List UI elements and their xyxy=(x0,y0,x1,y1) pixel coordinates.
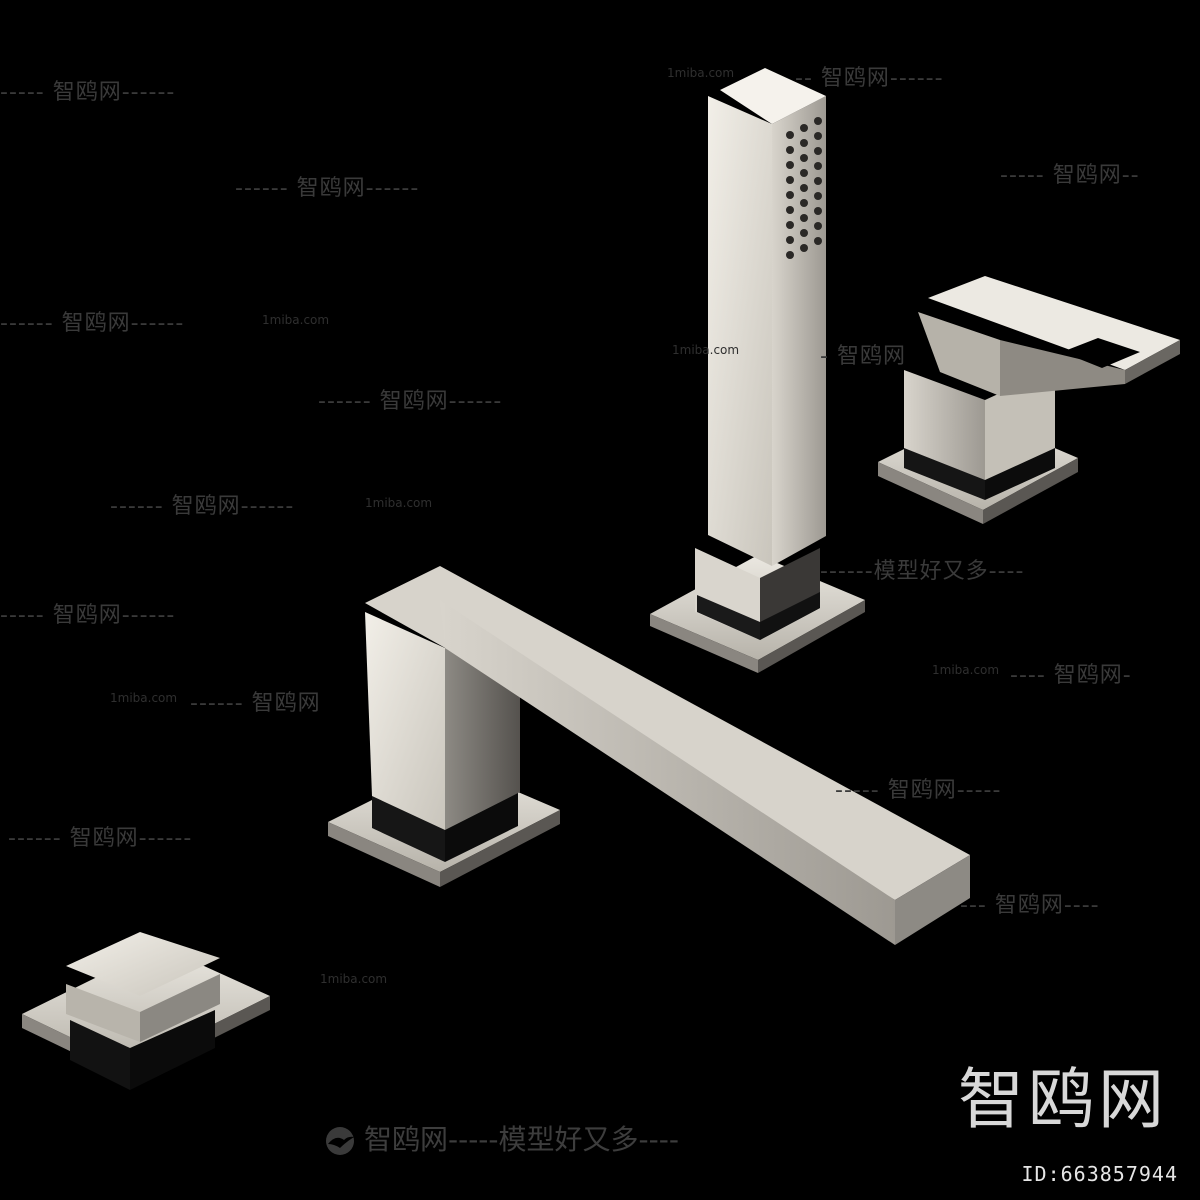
hand-shower-head-top xyxy=(720,68,826,124)
diverter-knob xyxy=(22,932,270,1090)
watermark-text: ----- 智鸥网-- xyxy=(1000,163,1140,188)
hand-shower-base-edge xyxy=(650,614,758,673)
watermark-text: ----- 智鸥网------ xyxy=(0,80,176,105)
brand-logo: 智鸥网 xyxy=(958,1061,1168,1138)
watermark-text: ------ 智鸥网 xyxy=(190,691,321,716)
watermark-text: ------ 智鸥网------ xyxy=(0,311,185,336)
watermark-url: 1miba.com xyxy=(365,496,433,510)
watermark-url: 1miba.com xyxy=(262,313,330,327)
watermark-url: 1miba.com xyxy=(932,663,1000,677)
watermark-text: ----- 智鸥网------ xyxy=(0,603,176,628)
watermark-text: ------ 智鸥网------ xyxy=(235,176,420,201)
hand-shower-body-side xyxy=(772,96,826,566)
bath-spout xyxy=(328,566,970,945)
hand-shower-body-front xyxy=(708,96,772,566)
watermark-text: ----- 智鸥网----- xyxy=(835,778,1002,803)
lever-handle-cutout xyxy=(1062,338,1140,368)
watermark-text: ---- 智鸥网- xyxy=(1010,663,1132,688)
lever-mixer xyxy=(878,276,1180,524)
watermark-text: -- 智鸥网------ xyxy=(795,66,944,91)
watermark-text: ------ 智鸥网------ xyxy=(318,389,503,414)
hand-shower xyxy=(650,68,865,673)
knob-cap-front xyxy=(66,984,140,1042)
knob-cap-side xyxy=(140,974,220,1042)
watermark-url: 1miba.com xyxy=(667,66,735,80)
watermark-text: - 智鸥网 xyxy=(820,344,906,369)
spout-arm-top xyxy=(365,566,970,900)
spout-arm-end xyxy=(895,855,970,945)
watermark-url: 1miba.com xyxy=(320,972,388,986)
watermark-text: ------模型好又多---- xyxy=(820,559,1025,584)
bird-logo-icon xyxy=(326,1127,354,1155)
image-id: ID:663857944 xyxy=(1021,1162,1178,1186)
watermark-text: ------ 智鸥网------ xyxy=(110,494,295,519)
watermark-text: --- 智鸥网---- xyxy=(960,893,1100,918)
spout-arm-front xyxy=(440,600,895,945)
spray-nozzles xyxy=(786,117,822,259)
knob-cap-top xyxy=(66,932,220,996)
watermark-text: ------ 智鸥网------ xyxy=(8,826,193,851)
lever-handle-front xyxy=(918,312,1000,396)
footer-slogan: 智鸥网-----模型好又多---- xyxy=(322,1118,679,1158)
watermark-url: 1miba.com xyxy=(672,343,740,357)
spout-riser-front xyxy=(365,612,445,830)
watermark-url: 1miba.com xyxy=(110,691,178,705)
